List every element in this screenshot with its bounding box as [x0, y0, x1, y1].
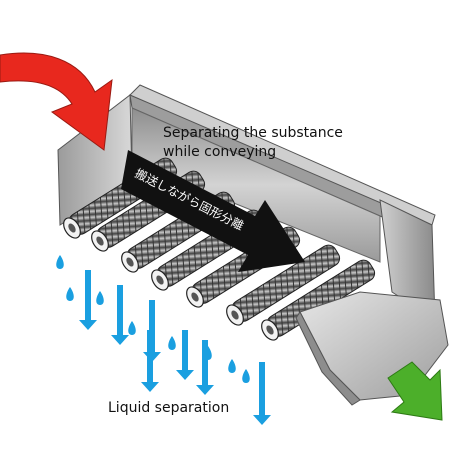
liquid-drop [96, 291, 104, 305]
roller-hub [231, 310, 239, 320]
roller-hub [126, 257, 134, 267]
separating-label: Separating the substance while conveying [163, 124, 383, 162]
separating-label-line1: Separating the substance [163, 125, 343, 141]
liquid-drop [56, 255, 64, 269]
housing-back-panel [131, 107, 381, 263]
liquid-drop [168, 336, 176, 350]
liquid-down-arrow [141, 330, 159, 392]
liquid-drops-and-arrows [56, 255, 271, 425]
housing-top-rim [129, 84, 436, 226]
liquid-down-arrow [176, 330, 194, 380]
roller-hub [68, 223, 76, 233]
separating-label-line2: while conveying [163, 144, 277, 160]
liquid-drop [128, 321, 136, 335]
liquid-down-arrow [196, 340, 214, 395]
screw-roller [261, 259, 376, 341]
roller-hub [191, 292, 199, 302]
roller-hub [96, 236, 104, 246]
liquid-drop [66, 287, 74, 301]
liquid-separation-label: Liquid separation [108, 400, 230, 416]
liquid-down-arrow [79, 270, 97, 330]
discharge-chute-front [295, 311, 361, 406]
roller-hub [156, 275, 164, 285]
liquid-down-arrow [111, 285, 129, 345]
conveying-direction-arrow [121, 150, 305, 272]
roller-hub [266, 325, 274, 335]
screw-roller [226, 244, 341, 326]
output-arrow [387, 361, 443, 421]
liquid-down-arrow [253, 362, 271, 425]
liquid-drop [228, 359, 236, 373]
input-arrow [0, 52, 113, 151]
liquid-drop [242, 369, 250, 383]
